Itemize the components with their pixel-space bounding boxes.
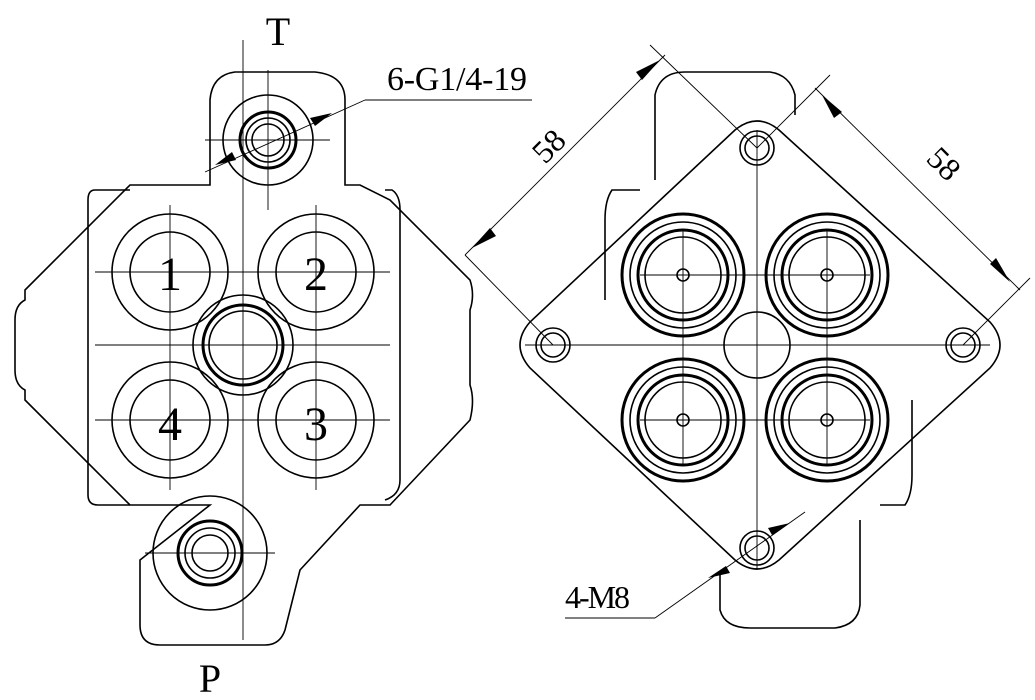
seal-port: [764, 357, 890, 483]
center-port: [723, 311, 791, 379]
seal-port: [620, 357, 746, 483]
port-1: [111, 213, 229, 331]
right-back-body-left: [604, 189, 640, 300]
port-P: [152, 495, 268, 611]
arrow-icon: [472, 228, 496, 248]
port-label-1: 1: [158, 248, 182, 301]
mount-hole: [535, 327, 571, 363]
port-2: [257, 213, 375, 331]
extension-line: [962, 277, 1031, 346]
right-back-body-bottom: [719, 520, 861, 629]
port-center: [192, 294, 294, 396]
arrow-icon: [768, 523, 790, 535]
mount-hole: [739, 530, 775, 566]
port-4: [111, 361, 229, 479]
dimension-58-left: 58: [524, 122, 572, 170]
left-body-outline: [14, 71, 474, 646]
right-back-body-right: [880, 400, 913, 506]
seal-port: [764, 212, 890, 338]
mount-hole: [739, 130, 775, 166]
port-label-2: 2: [304, 248, 328, 301]
arrow-icon: [310, 113, 332, 126]
seal-port: [620, 212, 746, 338]
callout-mount-holes: 4-M8: [565, 579, 630, 615]
arrow-icon: [708, 566, 730, 578]
port-label-4: 4: [158, 398, 182, 451]
extension-line: [756, 74, 831, 149]
mount-hole: [945, 327, 981, 363]
right-flange-diamond: [519, 120, 1001, 570]
dimension-58-right: 58: [920, 139, 968, 187]
label-P: P: [199, 656, 221, 700]
callout-ports: 6-G1/4-19: [387, 61, 527, 98]
extension-line: [649, 44, 758, 149]
right-back-body-top: [654, 71, 796, 180]
arrow-icon: [215, 152, 236, 165]
dimension-line: [814, 87, 1021, 291]
left-inner-outline-right: [384, 189, 401, 501]
port-label-3: 3: [304, 398, 328, 451]
leader-line: [654, 511, 806, 619]
port-3: [257, 361, 375, 479]
arrow-icon: [636, 60, 660, 80]
left-inner-outline: [87, 189, 130, 506]
port-T: [222, 94, 314, 186]
dimension-line: [464, 54, 666, 256]
left-view: 1 2 3 4 T P 6-G1/4-19: [14, 9, 532, 700]
extension-line: [464, 254, 554, 346]
arrow-icon: [990, 258, 1010, 282]
label-T: T: [266, 9, 290, 54]
arrow-icon: [822, 95, 842, 118]
right-view: 58 58 4-M8: [464, 44, 1031, 629]
